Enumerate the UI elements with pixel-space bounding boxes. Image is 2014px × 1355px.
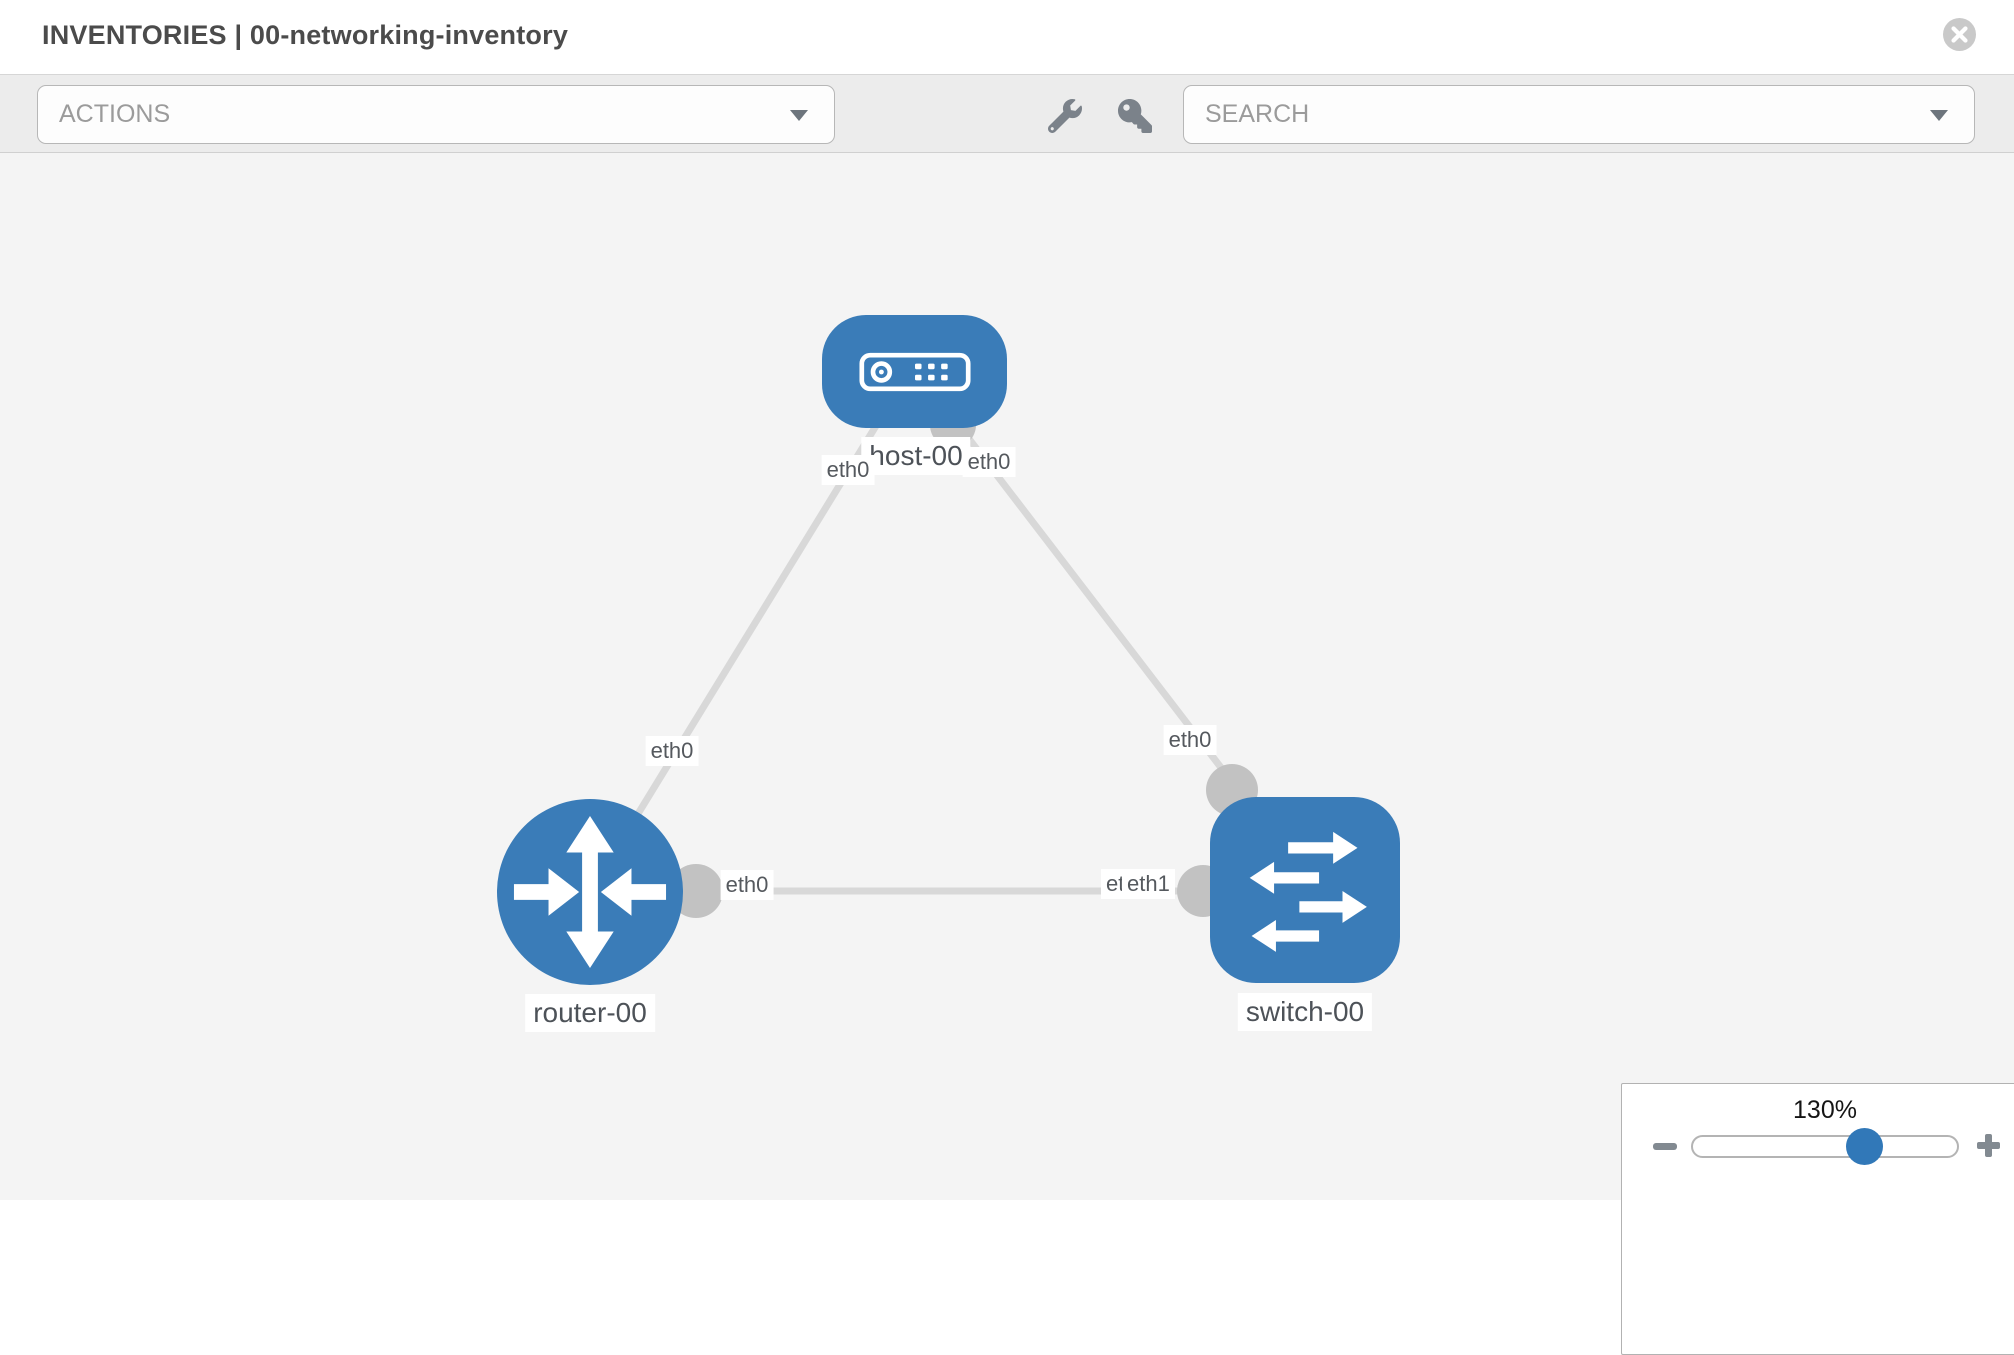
node-switch-00[interactable] <box>1210 797 1400 983</box>
toolbar: ACTIONS SEARCH <box>0 74 2014 153</box>
node-host-00[interactable] <box>822 315 1007 428</box>
node-label-host-00: host-00 <box>861 437 971 475</box>
interface-label-eth0: eth0 <box>1163 725 1217 755</box>
header: INVENTORIES | 00-networking-inventory <box>0 0 2014 74</box>
chevron-down-icon <box>1930 109 1948 121</box>
actions-dropdown[interactable]: ACTIONS <box>37 85 835 144</box>
node-label-switch-00: switch-00 <box>1237 993 1373 1031</box>
host-icon <box>858 352 971 391</box>
interface-label-eth0: eth0 <box>821 455 875 485</box>
interface-label-eth0: eth0 <box>962 447 1016 477</box>
search-dropdown-label: SEARCH <box>1205 100 1310 128</box>
switch-icon <box>1249 831 1367 952</box>
plus-icon <box>1985 1134 1992 1157</box>
zoom-control-panel: 130% <box>1621 1083 2014 1355</box>
close-icon <box>1951 26 1968 43</box>
zoom-out-button[interactable] <box>1653 1143 1677 1150</box>
zoom-level-value: 130% <box>1793 1096 1857 1124</box>
interface-label-eth1: eth1 <box>1122 869 1175 899</box>
interface-label-eth0: eth0 <box>720 870 774 900</box>
chevron-down-icon <box>790 109 808 121</box>
topology-canvas[interactable]: host-00 router-00 switch-00 eth0 eth0 et… <box>0 153 2014 1355</box>
zoom-slider-thumb[interactable] <box>1846 1128 1883 1165</box>
router-icon <box>513 815 667 969</box>
actions-dropdown-label: ACTIONS <box>59 100 171 128</box>
node-router-00[interactable] <box>497 799 683 985</box>
page-title: INVENTORIES | 00-networking-inventory <box>42 20 569 50</box>
zoom-slider-track[interactable] <box>1691 1135 1959 1158</box>
topology-links <box>587 385 1305 918</box>
key-icon[interactable] <box>1118 99 1152 133</box>
search-dropdown[interactable]: SEARCH <box>1183 85 1975 144</box>
close-button[interactable] <box>1943 18 1976 51</box>
wrench-icon[interactable] <box>1048 99 1082 133</box>
zoom-in-button[interactable] <box>1977 1134 2000 1157</box>
connector-dot <box>669 864 723 918</box>
interface-label-eth0: eth0 <box>645 736 699 766</box>
node-label-router-00: router-00 <box>525 994 655 1032</box>
